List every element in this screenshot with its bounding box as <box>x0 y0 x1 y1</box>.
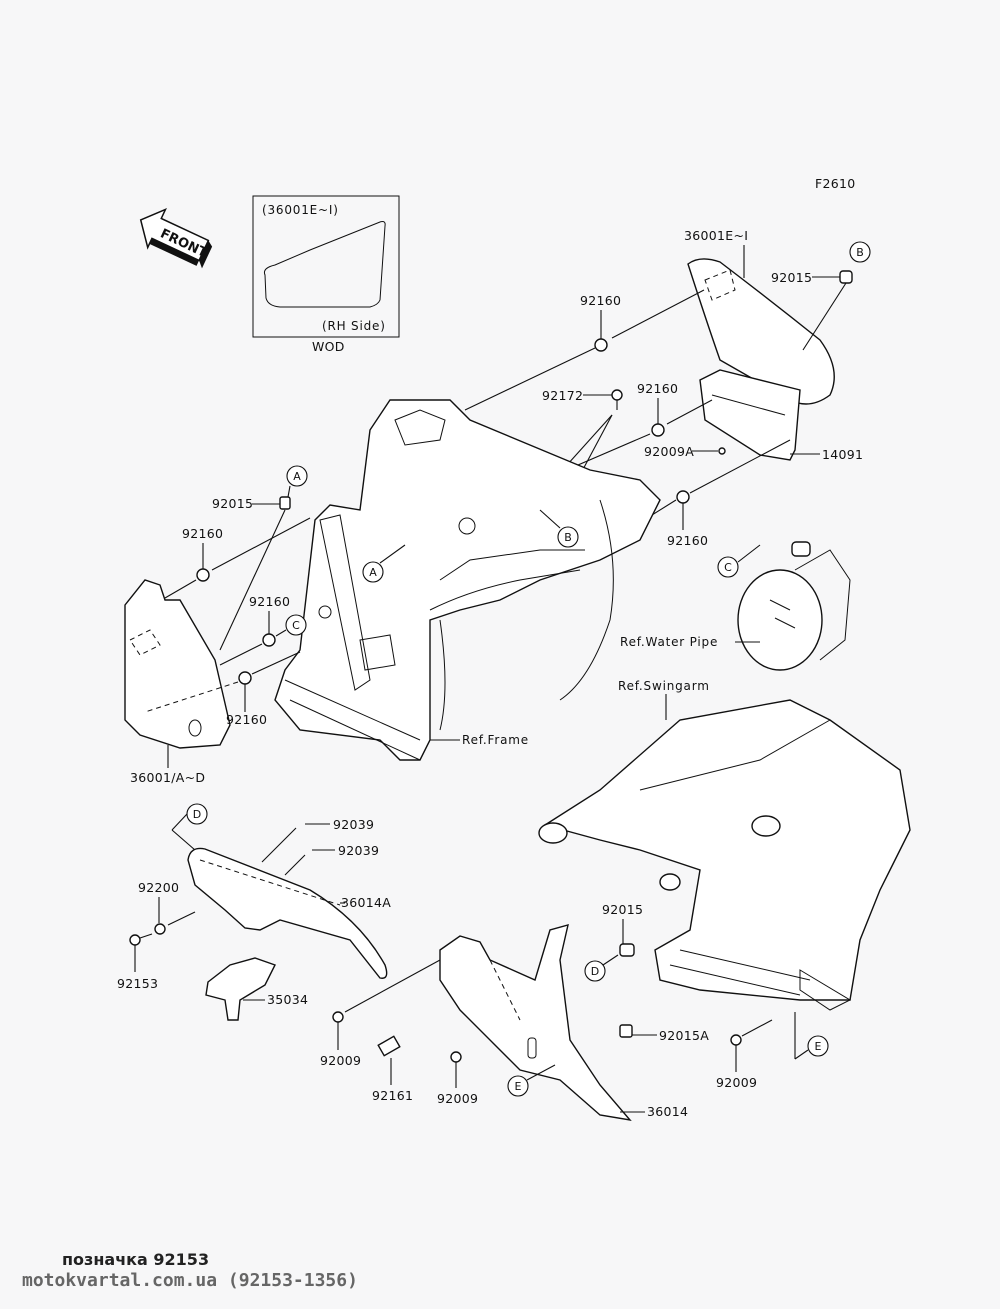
grommet-92015-a <box>279 496 291 510</box>
callout-a-frame: A <box>369 566 377 579</box>
label-92039-1: 92039 <box>333 817 374 832</box>
inset-title: (36001E~I) <box>262 203 339 217</box>
label-92015-b: 92015 <box>771 270 812 285</box>
inset-box: (36001E~I) (RH Side) WOD <box>252 195 400 354</box>
label-92160-c: 92160 <box>249 594 290 609</box>
water-pipe-cover <box>737 541 851 671</box>
callout-e-right: E <box>815 1040 822 1053</box>
footer-site: motokvartal.com.ua (92153-1356) <box>22 1270 358 1291</box>
callout-b-frame: B <box>564 531 572 544</box>
grommet-92015-d <box>619 943 635 957</box>
bracket-14091 <box>699 369 801 461</box>
label-92009A: 92009A <box>644 444 694 459</box>
nut-92160 <box>594 338 608 352</box>
bolt-92172 <box>611 389 623 401</box>
label-92009-left: 92009 <box>320 1053 361 1068</box>
label-92160-top: 92160 <box>580 293 621 308</box>
right-side-cover <box>687 258 835 405</box>
label-36014A: 36014A <box>341 895 391 910</box>
label-92172: 92172 <box>542 388 583 403</box>
callout-a: A <box>293 470 301 483</box>
lower-cover-36014 <box>439 924 632 1122</box>
footer-caption: позначка 92153 <box>62 1250 210 1269</box>
label-92015A: 92015A <box>659 1028 709 1043</box>
label-92160-right: 92160 <box>667 533 708 548</box>
label-92200: 92200 <box>138 880 179 895</box>
callout-c-pipe: C <box>724 561 732 574</box>
swingarm <box>538 699 911 1011</box>
screw-92009-mid <box>450 1051 462 1063</box>
screw-92009-left <box>332 1011 344 1023</box>
inset-caption: WOD <box>312 339 345 354</box>
label-36001E-I: 36001E~I <box>684 228 748 243</box>
screw-92009-right <box>730 1034 742 1046</box>
nut-92160-low <box>238 671 252 685</box>
label-92153: 92153 <box>117 976 158 991</box>
nut-92160-c <box>262 633 276 647</box>
nut-92160-right <box>676 490 690 504</box>
label-92015-d: 92015 <box>602 902 643 917</box>
label-92161: 92161 <box>372 1088 413 1103</box>
front-arrow-icon: FRONT <box>139 207 213 269</box>
label-92015-a: 92015 <box>212 496 253 511</box>
ref-water-pipe: Ref.Water Pipe <box>620 635 718 649</box>
inset-side: (RH Side) <box>322 319 386 333</box>
label-92009-mid: 92009 <box>437 1091 478 1106</box>
callout-d: D <box>193 808 201 821</box>
washer-92200 <box>154 923 166 935</box>
ref-swingarm: Ref.Swingarm <box>618 679 710 693</box>
label-36001-A-D: 36001/A~D <box>130 770 205 785</box>
grommet-92015 <box>839 270 853 284</box>
label-35034: 35034 <box>267 992 308 1007</box>
label-36014: 36014 <box>647 1104 688 1119</box>
nut-92160-left <box>196 568 210 582</box>
callout-e-lower: E <box>515 1080 522 1093</box>
callout-c: C <box>292 619 300 632</box>
frame <box>274 399 661 761</box>
bracket-35034 <box>205 957 276 1021</box>
label-92160-low: 92160 <box>226 712 267 727</box>
label-92160-mid: 92160 <box>637 381 678 396</box>
diagram-code: F2610 <box>815 176 856 191</box>
ref-frame: Ref.Frame <box>462 733 529 747</box>
left-side-cover <box>124 579 231 749</box>
callout-d-lower: D <box>591 965 599 978</box>
bolt-92153 <box>129 934 141 946</box>
callout-b: B <box>856 246 864 259</box>
chain-guard-36014A <box>187 847 388 979</box>
label-14091: 14091 <box>822 447 863 462</box>
nut-92160-mid <box>651 423 665 437</box>
label-92039-2: 92039 <box>338 843 379 858</box>
label-92009-right: 92009 <box>716 1075 757 1090</box>
pad-92161 <box>377 1035 401 1057</box>
label-92160-left: 92160 <box>182 526 223 541</box>
clip-92015A <box>619 1024 633 1038</box>
